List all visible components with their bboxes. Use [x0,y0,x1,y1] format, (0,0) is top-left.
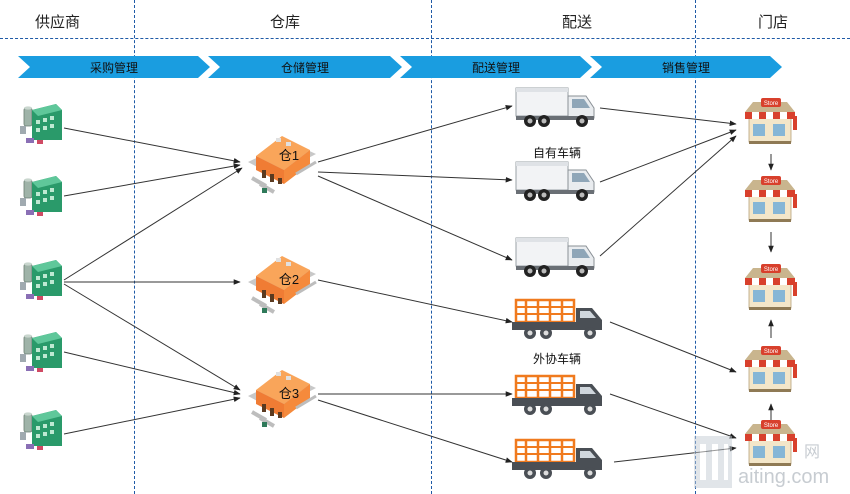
store-sign-3: Store [764,267,779,273]
flow-arrows [63,105,774,463]
arrow-t5-st5 [609,393,737,439]
watermark-logo [694,436,732,488]
arrow-s4-w3 [63,351,241,396]
column-title-suppliers: 供应商 [34,14,80,31]
warehouse-label-2: 仓2 [279,272,299,287]
own-truck-icon-1 [515,87,595,128]
store-sign-1: Store [764,101,779,107]
arrow-s3-w3 [63,283,241,391]
outsourced-truck-icon-1 [510,298,604,341]
supplier-factory-icon-5 [19,409,63,451]
process-step-storage [208,56,402,78]
store-sign-4: Store [764,349,779,355]
warehouse-label-1: 仓1 [279,148,299,163]
store-sign-5: Store [764,423,779,429]
arrow-t3-st1 [599,135,737,257]
arrow-w2-t4 [317,279,513,324]
arrow-t4-st4 [609,321,737,373]
process-step-storage-label: 仓储管理 [281,60,329,75]
header-divider [0,38,850,39]
arrow-s2-w1 [63,163,241,197]
supplier-factory-icon-2 [19,175,63,217]
watermark-cn: 网 [804,444,821,461]
outsourced-truck-icon-2 [510,374,604,417]
process-step-procurement [18,56,210,78]
arrow-w1-t1 [317,105,513,163]
arrow-w3-t6 [317,399,513,463]
own-vehicles-label: 自有车辆 [532,146,581,160]
own-truck-icon-3 [515,237,595,278]
arrow-t2-st1 [599,129,737,183]
divider-1 [134,0,135,494]
arrow-s3-w1 [63,167,243,281]
arrow-s1-w1 [63,127,241,164]
process-step-sales [590,56,782,78]
divider-2 [431,0,432,494]
process-step-delivery-label: 配送管理 [472,60,520,75]
divider-3 [695,0,696,494]
column-title-stores: 门店 [757,14,788,31]
column-title-warehouse: 仓库 [269,14,300,31]
process-step-procurement-label: 采购管理 [90,60,138,75]
process-bar: 采购管理 仓储管理 配送管理 销售管理 [18,56,782,78]
process-step-delivery [400,56,592,78]
outsourced-vehicles-label: 外协车辆 [532,352,581,366]
outsourced-truck-icon-3 [510,438,604,481]
arrow-w1-t2 [317,171,513,183]
process-step-sales-label: 销售管理 [662,60,710,75]
arrow-s5-w3 [63,396,241,435]
watermark-latin: aiting.com [738,466,830,488]
warehouse-label-3: 仓3 [279,386,299,401]
supplier-factory-icon-1 [19,103,63,145]
own-truck-icon-2 [515,161,595,202]
supplier-factory-icon-4 [19,331,63,373]
arrow-t1-st1 [599,107,737,127]
store-sign-2: Store [764,179,779,185]
arrow-w1-t3 [317,175,513,261]
column-title-delivery: 配送 [561,14,592,31]
supplier-factory-icon-3 [19,259,63,301]
warehouse-icon-1 [246,134,318,195]
